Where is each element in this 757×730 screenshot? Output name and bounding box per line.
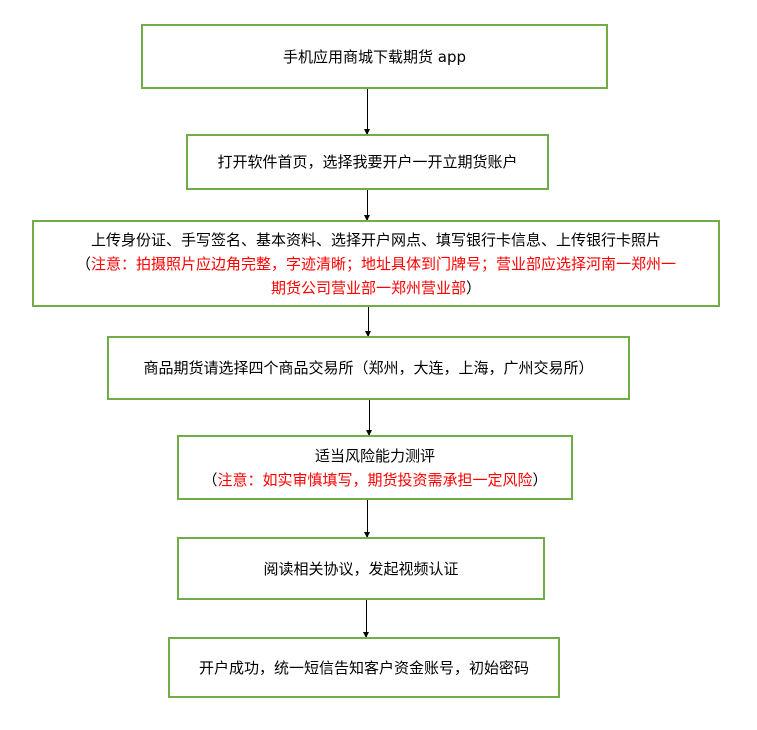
arrow-icon — [364, 190, 370, 221]
paren: （ — [75, 254, 91, 273]
step-download-app: 手机应用商城下载期货 app — [141, 24, 608, 89]
step-note: 注意：拍摄照片应边角完整，字迹清晰；地址具体到门牌号；营业部应选择河南一郑州一 — [91, 254, 677, 273]
step-note: 注意：如实审慎填写，期货投资需承担一定风险 — [217, 470, 533, 489]
arrow-icon — [363, 600, 369, 638]
arrow-icon — [366, 400, 372, 436]
paren: （ — [202, 470, 218, 489]
step-account-opened: 开户成功，统一短信告知客户资金账号，初始密码 — [168, 637, 560, 698]
step-text: 打开软件首页，选择我要开户一开立期货账户 — [217, 153, 518, 171]
arrow-icon — [364, 500, 370, 538]
step-video-verification: 阅读相关协议，发起视频认证 — [177, 537, 545, 600]
step-risk-assessment: 适当风险能力测评 （注意：如实审慎填写，期货投资需承担一定风险） — [177, 435, 573, 500]
step-text: 适当风险能力测评 — [314, 446, 435, 465]
step-text: 开户成功，统一短信告知客户资金账号，初始密码 — [198, 658, 529, 677]
paren: ） — [466, 278, 482, 297]
step-text: 阅读相关协议，发起视频认证 — [263, 559, 459, 578]
step-text: 上传身份证、手写签名、基本资料、选择开户网点、填写银行卡信息、上传银行卡照片 — [90, 230, 661, 249]
arrow-icon — [364, 89, 370, 135]
arrow-icon — [365, 307, 371, 337]
step-note: 期货公司营业部一郑州营业部 — [270, 278, 466, 297]
step-text: 手机应用商城下载期货 app — [282, 47, 466, 66]
step-upload-documents: 上传身份证、手写签名、基本资料、选择开户网点、填写银行卡信息、上传银行卡照片 （… — [32, 220, 720, 307]
step-text: 商品期货请选择四个商品交易所（郑州，大连，上海，广州交易所） — [143, 359, 594, 377]
step-open-app: 打开软件首页，选择我要开户一开立期货账户 — [186, 134, 549, 190]
step-select-exchange: 商品期货请选择四个商品交易所（郑州，大连，上海，广州交易所） — [107, 336, 630, 400]
paren: ） — [532, 470, 548, 489]
